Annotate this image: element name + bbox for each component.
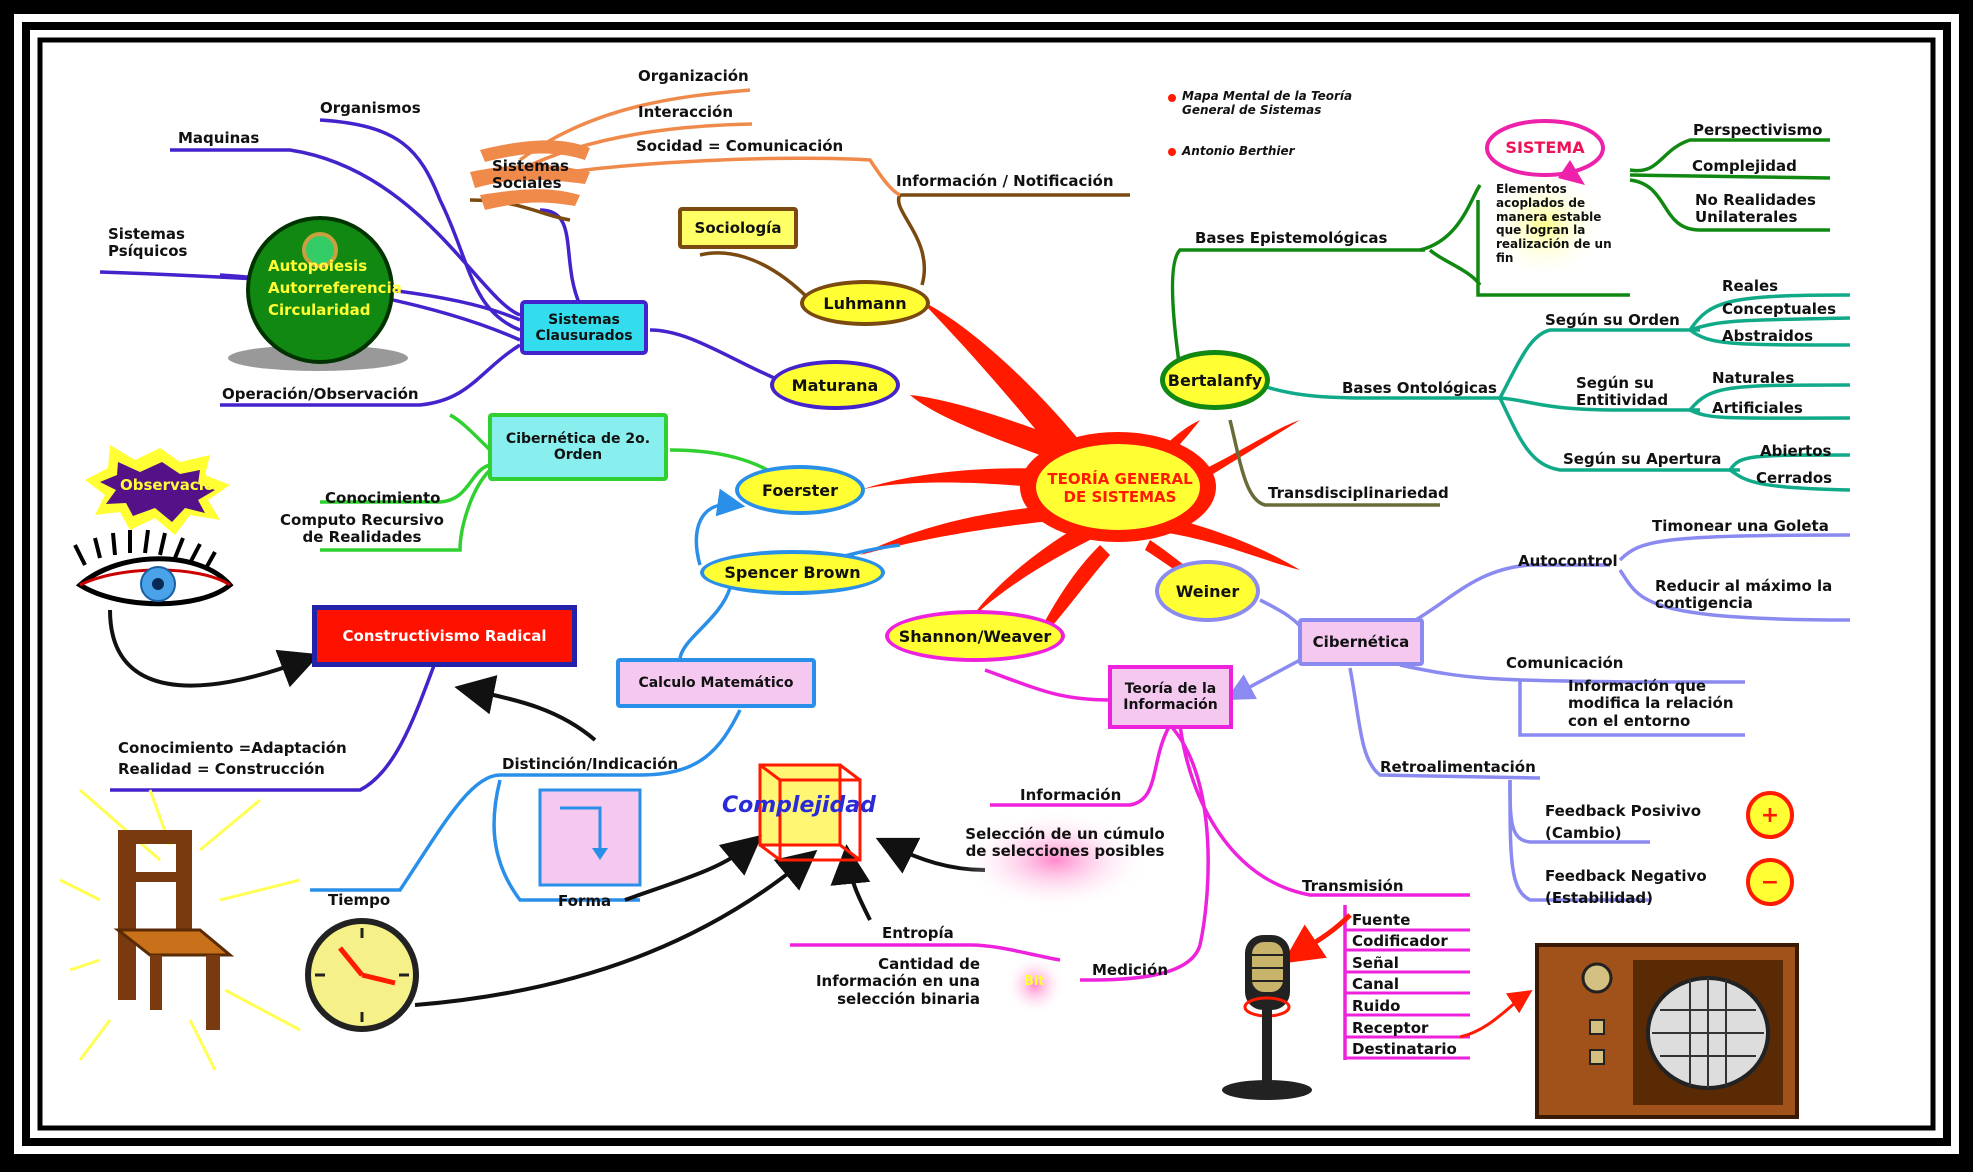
complejidad-label: Complejidad: [722, 793, 876, 818]
minus-sign: −: [1760, 869, 1780, 895]
leaf-info-modifica: Información que modifica la relación con…: [1568, 677, 1734, 730]
leaf-reducir: Reducir al máximo la contigencia: [1655, 577, 1833, 613]
leaf-autocontrol: Autocontrol: [1518, 552, 1618, 570]
transmision-item: Codificador: [1352, 932, 1448, 950]
transmision-item: Receptor: [1352, 1019, 1429, 1037]
leaf-abstraidos: Abstraidos: [1722, 327, 1814, 345]
leaf-cerrados: Cerrados: [1756, 469, 1833, 487]
leaf-informacion: Información: [1020, 786, 1122, 804]
clock-icon: [305, 918, 419, 1032]
bit-label: Bit: [1024, 974, 1045, 989]
transmision-item: Ruido: [1352, 997, 1401, 1015]
leaf-maquinas: Maquinas: [178, 129, 260, 147]
bit-glow: [1005, 955, 1065, 1015]
credits-title: Mapa Mental de la Teoría General de Sist…: [1182, 89, 1353, 117]
node-cibernetica-2o[interactable]: Cibernética de 2o. Orden: [488, 413, 668, 481]
complejidad-cube: [758, 763, 862, 862]
leaf-feedback-negativo: Feedback Negativo: [1545, 867, 1707, 885]
autopoiesis-label: Autopoiesis: [268, 257, 368, 275]
center-title: TEORÍA GENERAL DE SISTEMAS: [1047, 469, 1193, 506]
autopoiesis-disk: [246, 216, 394, 364]
leaf-artificiales: Artificiales: [1712, 399, 1803, 417]
leaf-estabilidad: (Estabilidad): [1545, 889, 1653, 907]
leaf-cambio: (Cambio): [1545, 824, 1622, 842]
leaf-segun-orden: Según su Orden: [1545, 311, 1680, 329]
leaf-reales: Reales: [1722, 277, 1779, 295]
leaf-informacion-notificacion: Información / Notificación: [896, 172, 1114, 190]
leaf-medicion: Medición: [1092, 961, 1168, 979]
node-sistema: SISTEMA: [1505, 137, 1585, 157]
credits-author: Antonio Berthier: [1182, 144, 1295, 158]
leaf-elementos: Elementos acoplados de manera estable qu…: [1496, 182, 1612, 265]
chair-icon: [59, 788, 301, 1071]
leaf-transmision: Transmisión: [1302, 877, 1404, 895]
node-shannon-weaver[interactable]: Shannon/Weaver: [885, 610, 1065, 662]
node-bertalanfy[interactable]: Bertalanfy: [1160, 350, 1270, 410]
leaf-comunicacion: Comunicación: [1506, 654, 1624, 672]
leaf-organizacion: Organización: [638, 67, 749, 85]
leaf-no-realidades: No Realidades Unilaterales: [1695, 191, 1816, 227]
circularidad-label: Circularidad: [268, 301, 371, 319]
leaf-segun-apertura: Según su Apertura: [1563, 450, 1722, 468]
node-teoria-informacion[interactable]: Teoría de la Información: [1108, 665, 1233, 729]
observacion-label: Observación: [120, 476, 225, 494]
leaf-segun-entitividad: Según su Entitividad: [1576, 374, 1669, 410]
leaf-naturales: Naturales: [1712, 369, 1795, 387]
leaf-organismos: Organismos: [320, 99, 421, 117]
leaf-abiertos: Abiertos: [1760, 442, 1832, 460]
leaf-conocimiento: Conocimiento: [325, 489, 441, 507]
leaf-interaccion: Interacción: [638, 103, 734, 121]
leaf-forma: Forma: [558, 892, 612, 910]
transmision-item: Señal: [1352, 954, 1399, 972]
autorreferencia-label: Autorreferencia: [268, 279, 402, 297]
sistemas-sociales-label: Sistemas Sociales: [492, 157, 569, 193]
radio-icon: [1535, 943, 1799, 1119]
transmision-item: Canal: [1352, 975, 1400, 993]
node-sistemas-clausurados[interactable]: Sistemas Clausurados: [520, 300, 648, 355]
leaf-realidad-construccion: Realidad = Construcción: [118, 760, 325, 778]
leaf-sociedad: Socidad = Comunicación: [636, 137, 844, 155]
microphone-icon: [1222, 935, 1312, 1100]
node-sociologia[interactable]: Sociología: [678, 207, 798, 249]
minus-circle: [1746, 858, 1794, 906]
node-foerster[interactable]: Foerster: [735, 465, 865, 515]
leaf-bases-epistemologicas: Bases Epistemológicas: [1195, 229, 1388, 247]
forma-box: [538, 788, 642, 887]
leaf-retroalimentacion: Retroalimentación: [1380, 758, 1536, 776]
leaf-tiempo: Tiempo: [328, 891, 391, 909]
leaf-complejidad: Complejidad: [1692, 157, 1797, 175]
node-spencer-brown[interactable]: Spencer Brown: [700, 550, 885, 595]
node-luhmann[interactable]: Luhmann: [800, 280, 930, 326]
node-maturana[interactable]: Maturana: [770, 360, 900, 410]
leaf-conceptuales: Conceptuales: [1722, 300, 1837, 318]
node-constructivismo-radical[interactable]: Constructivismo Radical: [312, 605, 577, 667]
leaf-conocimiento-adaptacion: Conocimiento =Adaptación: [118, 739, 347, 757]
leaf-sistemas-psiquicos: Sistemas Psíquicos: [108, 225, 188, 261]
leaf-perspectivismo: Perspectivismo: [1693, 121, 1823, 139]
transmision-item: Fuente: [1352, 911, 1411, 929]
leaf-entropia: Entropía: [882, 924, 954, 942]
sistemas-sociales-brush: [470, 140, 590, 210]
leaf-distincion-indicacion: Distinción/Indicación: [502, 755, 679, 773]
leaf-cantidad-informacion: Cantidad de Información en una selección…: [815, 955, 980, 1008]
eye-icon: [73, 529, 234, 607]
leaf-operacion-observacion: Operación/Observación: [222, 385, 419, 403]
sistema-ellipse: [1485, 119, 1605, 177]
node-weiner[interactable]: Weiner: [1155, 560, 1260, 622]
leaf-bases-ontologicas: Bases Ontológicas: [1342, 379, 1497, 397]
plus-circle: [1746, 791, 1794, 839]
leaf-timonear: Timonear una Goleta: [1652, 517, 1829, 535]
node-calculo-matematico[interactable]: Calculo Matemático: [616, 658, 816, 708]
leaf-computo-recursivo: Computo Recursivo de Realidades: [280, 511, 444, 547]
plus-sign: +: [1760, 802, 1780, 828]
transmision-item: Destinatario: [1352, 1040, 1457, 1058]
node-cibernetica[interactable]: Cibernética: [1298, 618, 1424, 666]
leaf-transdisciplinariedad: Transdisciplinariedad: [1268, 484, 1449, 502]
leaf-seleccion: Selección de un cúmulo de selecciones po…: [965, 825, 1165, 861]
leaf-feedback-positivo: Feedback Posivivo: [1545, 802, 1702, 820]
